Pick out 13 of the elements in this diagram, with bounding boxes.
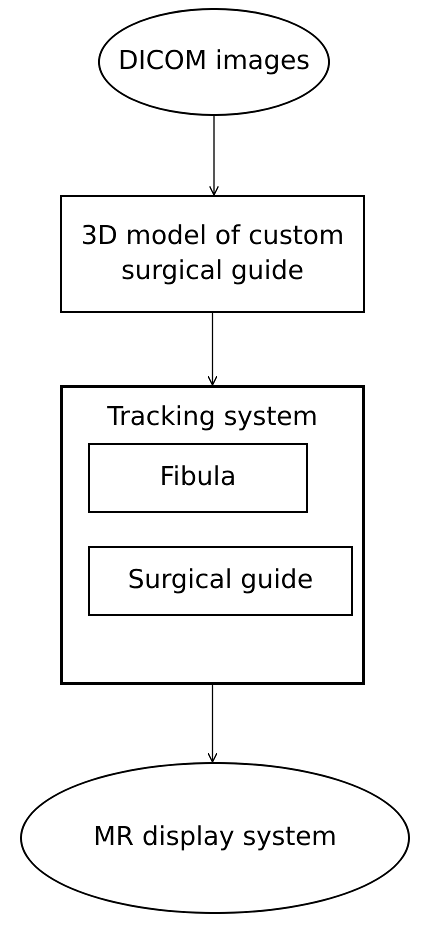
group-box bbox=[60, 385, 365, 685]
group-title: Tracking system bbox=[106, 401, 319, 434]
process-box bbox=[88, 443, 308, 513]
node-text: DICOM images bbox=[117, 45, 311, 78]
arrow bbox=[207, 685, 218, 763]
node-text: 3D model of custom surgical guide bbox=[80, 220, 346, 288]
node-text: Fibula bbox=[158, 461, 238, 494]
arrow bbox=[207, 313, 218, 386]
node-text: Surgical guide bbox=[126, 564, 314, 598]
process-box bbox=[88, 546, 353, 616]
process-box bbox=[60, 195, 365, 313]
node-text: MR display system bbox=[92, 821, 338, 854]
arrow bbox=[208, 116, 220, 196]
